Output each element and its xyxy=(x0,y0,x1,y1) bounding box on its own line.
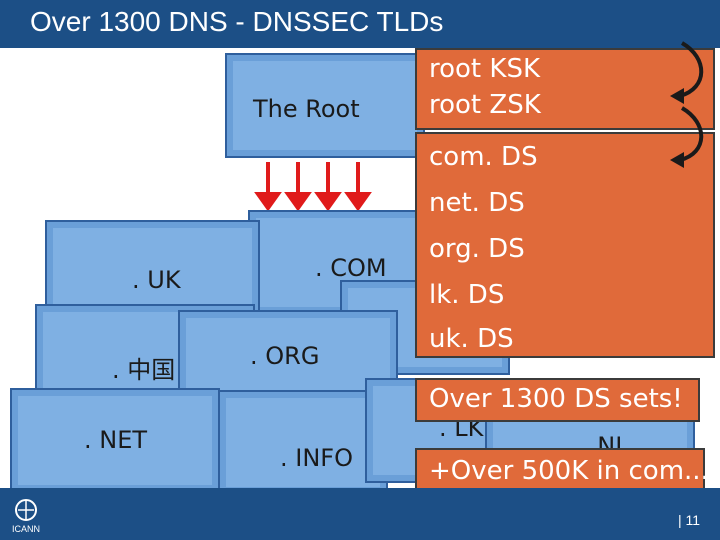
root-ksk-label: root KSK xyxy=(429,54,540,84)
ds-summary-text-2: +Over 500K in com... xyxy=(429,456,709,486)
ds-record-uk: uk. DS xyxy=(429,324,514,354)
ds-record-com: com. DS xyxy=(429,142,538,172)
ds-records-panel: com. DS net. DS org. DS lk. DS uk. DS xyxy=(415,132,715,358)
tld-label-cn: . 中国 xyxy=(112,356,176,384)
footer-bar xyxy=(0,488,720,540)
ds-summary-1: Over 1300 DS sets! xyxy=(415,378,700,422)
tld-label-com: . COM xyxy=(315,254,387,282)
tld-box-net: . NET xyxy=(10,388,220,493)
tld-label-info: . INFO xyxy=(280,444,353,472)
ds-record-org: org. DS xyxy=(429,234,525,264)
tld-box-info: . INFO xyxy=(218,390,388,495)
root-keys-record: root KSK root ZSK xyxy=(415,48,715,130)
title-bar: Over 1300 DNS - DNSSEC TLDs xyxy=(0,0,720,48)
ds-record-net: net. DS xyxy=(429,188,525,218)
icann-logo-text: ICANN xyxy=(11,524,40,534)
diagram-stage: The Root . COM . UK . 中国 . ORG . NET . I… xyxy=(0,41,720,495)
tld-label-org: . ORG xyxy=(250,342,320,370)
delegation-arrows xyxy=(254,162,372,210)
page-number: | 11 xyxy=(677,512,700,528)
ds-summary-text-1: Over 1300 DS sets! xyxy=(429,384,683,414)
root-zsk-label: root ZSK xyxy=(429,90,541,120)
slide-title: Over 1300 DNS - DNSSEC TLDs xyxy=(30,6,444,37)
signing-arrows xyxy=(670,41,704,168)
tld-label-uk: . UK xyxy=(132,266,181,294)
icann-logo-icon xyxy=(15,499,37,521)
tld-label-net: . NET xyxy=(84,426,148,454)
root-zone-label: The Root xyxy=(253,95,360,123)
ds-summary-2: +Over 500K in com... xyxy=(415,448,709,492)
root-zone-box: The Root xyxy=(225,53,425,158)
ds-record-lk: lk. DS xyxy=(429,280,505,310)
